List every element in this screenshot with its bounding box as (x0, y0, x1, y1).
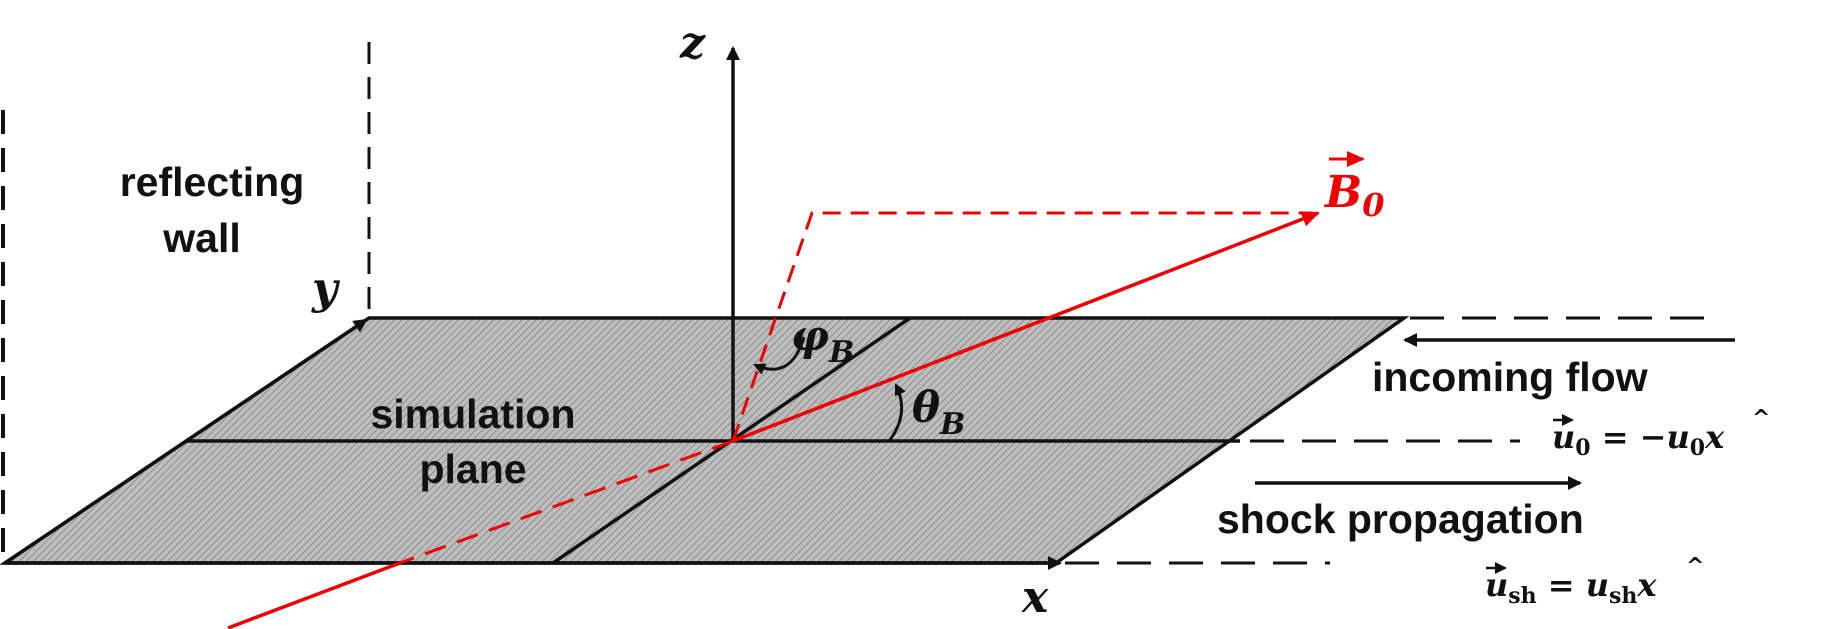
b-field-label: B0 (1323, 167, 1384, 224)
u0-x-hat: ^ (1752, 406, 1770, 431)
y-axis-arrow (4, 318, 368, 565)
b-field-lower-segment (227, 561, 401, 629)
u0-rhs-var: u (1666, 418, 1689, 456)
theta-angle-label: θB (912, 383, 965, 442)
u0-rhs-prefix: = − (1591, 418, 1667, 456)
phi-angle-subscript: B (828, 335, 854, 370)
b-field-behind-plane-dashed (399, 439, 734, 565)
theta-angle-symbol: θ (912, 383, 940, 432)
u0-rhs-unit: x (1704, 418, 1725, 456)
y-axis-label: y (311, 263, 341, 314)
phi-angle-symbol: φ (791, 311, 829, 360)
b-field-projection-dashed (731, 211, 1312, 442)
ush-equation: ush = ushx (1485, 566, 1657, 609)
ush-rhs-sub: sh (1609, 583, 1637, 609)
ush-lhs-var: u (1485, 566, 1508, 604)
ush-rhs-var: u (1586, 566, 1609, 604)
b-field-symbol: B (1323, 167, 1362, 218)
ush-lhs-sub: sh (1508, 583, 1536, 609)
u0-lhs-sub: 0 (1575, 435, 1590, 461)
reflecting-wall-label-line2: wall (162, 215, 240, 261)
phi-angle-arc (753, 336, 806, 375)
phi-angle-label: φB (791, 311, 854, 370)
ush-x-hat: ^ (1686, 554, 1704, 579)
simulation-plane-label-line2: plane (419, 446, 526, 492)
z-axis-label: z (679, 18, 706, 69)
b-field-subscript: 0 (1362, 186, 1384, 224)
u0-rhs-sub: 0 (1690, 435, 1705, 461)
shock-propagation-label: shock propagation (1217, 496, 1584, 542)
x-axis-label: x (1021, 572, 1049, 623)
simulation-plane-label-line1: simulation (370, 391, 575, 437)
incoming-flow-label: incoming flow (1372, 354, 1648, 400)
u0-equation: u0 = −u0x (1552, 418, 1725, 461)
reflecting-wall-label-line1: reflecting (120, 159, 305, 205)
u0-lhs-var: u (1552, 418, 1575, 456)
theta-angle-arc (887, 383, 906, 442)
ush-rhs-unit: x (1636, 566, 1657, 604)
b-field-vector-arrow (732, 211, 1320, 443)
ush-rhs-prefix: = (1537, 566, 1586, 604)
theta-angle-subscript: B (939, 407, 965, 442)
